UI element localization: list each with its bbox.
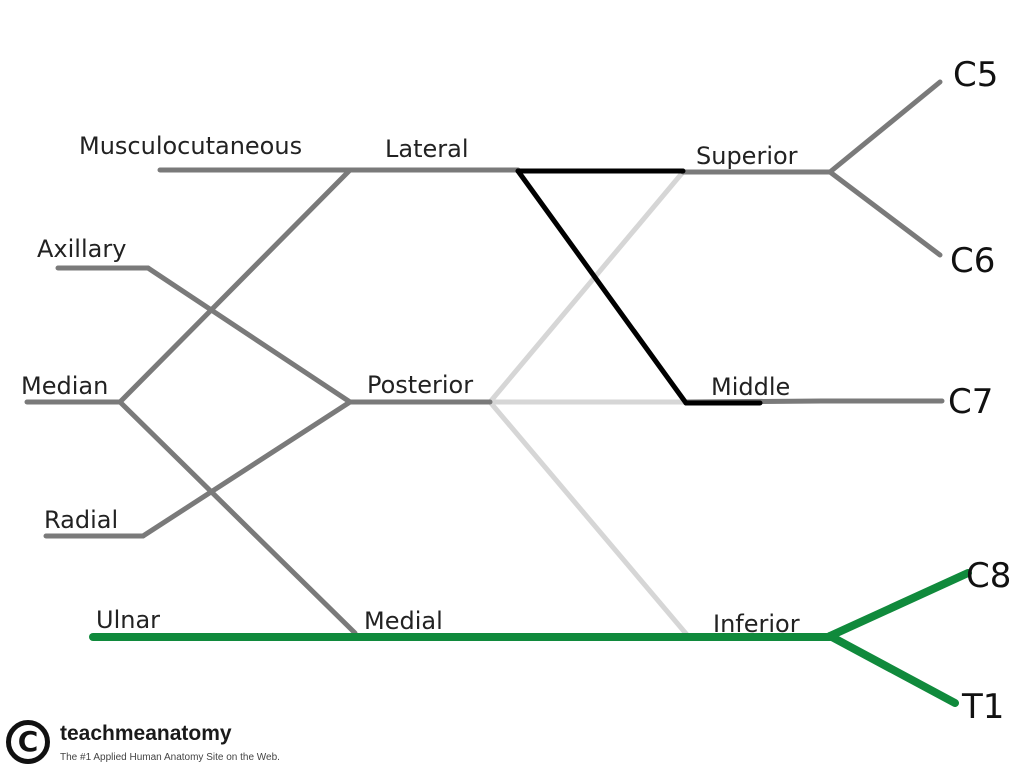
nerve-label-median: Median	[21, 372, 108, 400]
nerve-label-musculocutaneous: Musculocutaneous	[79, 132, 302, 160]
root-label-c5: C5	[953, 55, 998, 95]
cord-label-posterior: Posterior	[367, 371, 473, 399]
cord-label-lateral: Lateral	[385, 135, 469, 163]
brand-block: teachmeanatomy The #1 Applied Human Anat…	[60, 718, 280, 763]
root-label-c7: C7	[948, 382, 993, 422]
line-posterior-to-radial	[140, 399, 353, 539]
nerve-label-axillary: Axillary	[37, 235, 126, 263]
line-medial-to-median	[117, 399, 358, 636]
cord-label-medial: Medial	[364, 607, 443, 635]
copyright-icon: C	[6, 720, 50, 764]
root-label-t1: T1	[961, 687, 1004, 727]
line-c8-root	[826, 569, 972, 640]
line-superior-to-posterior	[487, 169, 686, 405]
trunk-label-middle: Middle	[711, 373, 790, 401]
gray-connections	[24, 79, 945, 636]
line-posterior-to-axillary	[145, 265, 353, 405]
footer-branding: C teachmeanatomy The #1 Applied Human An…	[6, 718, 280, 768]
green-connections	[89, 569, 972, 707]
trunk-label-superior: Superior	[696, 142, 798, 170]
faded-connections	[487, 169, 703, 639]
trunk-label-inferior: Inferior	[713, 610, 800, 638]
brand-tagline: The #1 Applied Human Anatomy Site on the…	[60, 752, 280, 763]
black-connections	[515, 168, 763, 406]
line-t1-root	[826, 632, 959, 707]
line-lateral-to-median	[117, 167, 353, 405]
line-middle-to-lateral	[515, 168, 689, 406]
line-posterior-to-inferior	[487, 399, 691, 639]
root-label-c8: C8	[966, 556, 1011, 596]
root-label-c6: C6	[950, 241, 995, 281]
line-c6-root	[827, 169, 943, 258]
brand-name: teachmeanatomy	[60, 722, 232, 745]
nerve-label-ulnar: Ulnar	[96, 606, 160, 634]
line-c5-root	[827, 79, 943, 175]
nerve-label-radial: Radial	[44, 506, 118, 534]
